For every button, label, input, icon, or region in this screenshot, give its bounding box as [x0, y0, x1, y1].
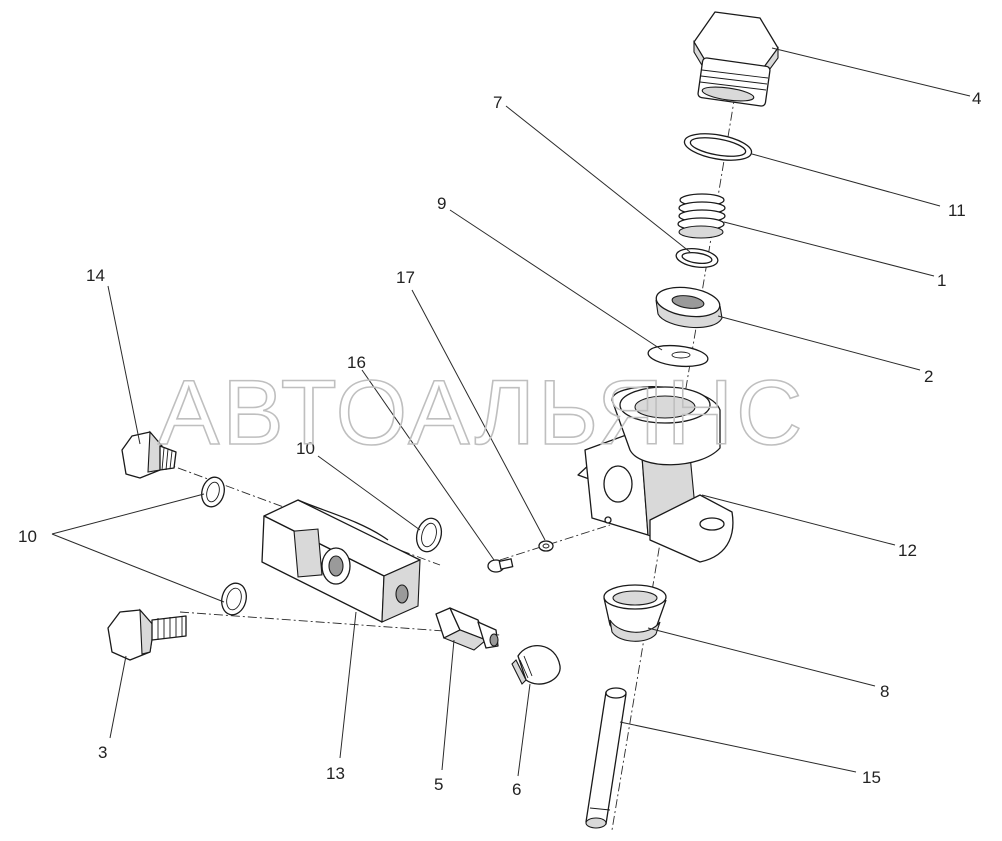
callout-7: 7 — [493, 93, 502, 112]
callout-15: 15 — [862, 768, 881, 787]
part-washer-small — [675, 247, 719, 269]
callout-leaders — [51, 47, 971, 777]
callout-2: 2 — [924, 367, 933, 386]
part-small-plug — [487, 558, 514, 573]
part-spring — [677, 193, 726, 239]
part-dust-cap — [511, 645, 561, 685]
part-sealing-ring-large — [683, 133, 753, 161]
callout-12: 12 — [898, 541, 917, 560]
part-small-ring — [538, 540, 554, 552]
callout-6: 6 — [512, 780, 521, 799]
callout-labels: 4 11 1 2 7 9 17 16 12 8 15 14 10 10 3 13… — [18, 89, 981, 799]
callout-3: 3 — [98, 743, 107, 762]
callout-4: 4 — [972, 89, 981, 108]
callout-9: 9 — [437, 194, 446, 213]
part-cup-seal — [603, 584, 667, 642]
callout-14: 14 — [86, 266, 105, 285]
callout-13: 13 — [326, 764, 345, 783]
callout-10-left: 10 — [18, 527, 37, 546]
part-fitting — [435, 607, 499, 651]
part-flat-washer — [647, 344, 709, 368]
callout-16: 16 — [347, 353, 366, 372]
part-washer-right — [415, 517, 443, 553]
part-hex-plug — [693, 11, 779, 107]
callout-10-upper: 10 — [296, 439, 315, 458]
part-valve-disc — [655, 286, 723, 329]
part-washer-left-upper — [201, 476, 225, 508]
watermark-text: АВТОАЛЬЯНС — [158, 362, 806, 464]
part-plunger-pin — [585, 687, 627, 829]
callout-17: 17 — [396, 268, 415, 287]
part-bolt-upper — [121, 430, 177, 479]
callout-5: 5 — [434, 775, 443, 794]
callout-11: 11 — [948, 201, 966, 220]
part-connector-block — [261, 499, 421, 623]
callout-8: 8 — [880, 682, 889, 701]
part-valve-housing — [577, 386, 734, 563]
part-washer-left-lower — [221, 582, 247, 616]
callout-1: 1 — [937, 271, 946, 290]
part-bolt-lower — [107, 608, 187, 661]
